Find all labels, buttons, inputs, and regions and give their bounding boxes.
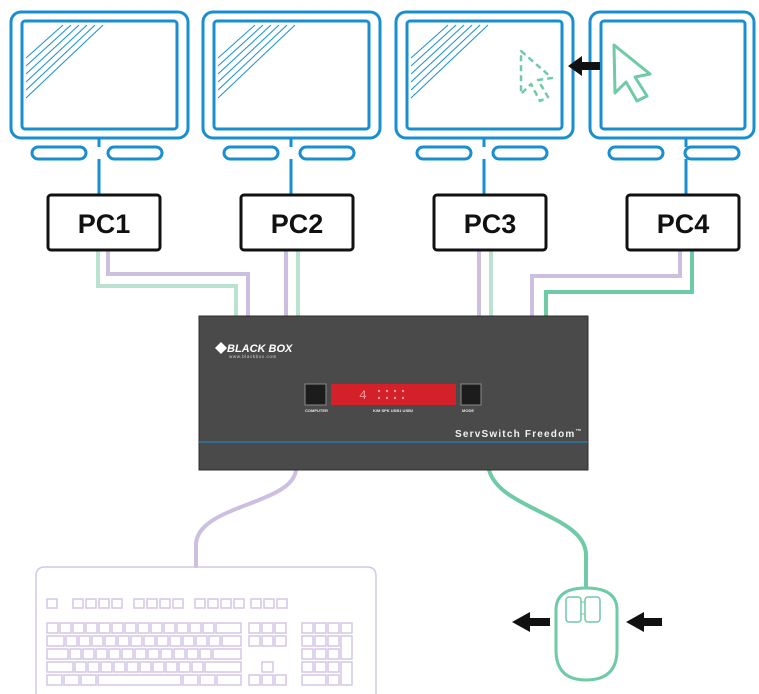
- screen-glare: [25, 24, 104, 99]
- pc1-cable-purple: [106, 250, 250, 316]
- brand-name: BLACK BOX: [227, 343, 293, 355]
- screen-glare: [410, 24, 489, 99]
- pc1-cable-green: [96, 250, 238, 316]
- kvm-switch: BLACK BOX www.blackbox.com COMPUTER MODE…: [198, 315, 589, 471]
- pc-box-1: PC1: [46, 193, 162, 252]
- screen-glare: [217, 24, 296, 99]
- mouse-cable: [487, 469, 588, 588]
- pc-label: PC3: [464, 209, 517, 239]
- diamond-logo-icon: [215, 342, 227, 354]
- numpad-keys: [301, 622, 353, 686]
- pc4-cable-mint: [544, 250, 694, 316]
- indicator-leds: [377, 389, 405, 400]
- left-arrow-icon: [568, 56, 600, 76]
- keyboard: [35, 566, 377, 694]
- pc-box-3: PC3: [432, 193, 548, 252]
- brand-url: www.blackbox.com: [229, 354, 277, 359]
- mouse: [512, 586, 662, 682]
- black-box-logo: BLACK BOX www.blackbox.com: [215, 342, 293, 359]
- status-display: [331, 384, 456, 405]
- main-keys: [46, 622, 242, 686]
- keyboard-cable: [194, 469, 298, 568]
- mode-button: [460, 383, 482, 406]
- monitor-4: [588, 10, 756, 195]
- product-name: ServSwitch Freedom™: [455, 428, 583, 440]
- pc4-cable-purple: [530, 250, 682, 316]
- monitor-3: [394, 10, 575, 195]
- pc-label: PC2: [271, 209, 324, 239]
- computer-button: [304, 383, 327, 406]
- pc-box-2: PC2: [239, 193, 355, 252]
- computer-button-label: COMPUTER: [305, 408, 328, 413]
- left-arrow-icon: [512, 612, 550, 632]
- monitor-2: [201, 10, 382, 195]
- mode-button-label: MODE: [462, 408, 474, 413]
- pc-label: PC1: [78, 209, 131, 239]
- indicator-labels: K/M SPK USB1 USB2: [373, 408, 414, 413]
- left-arrow-icon: [626, 612, 662, 632]
- pc-cables: [96, 250, 694, 316]
- pc-box-4: PC4: [625, 193, 741, 252]
- pc-label: PC4: [657, 209, 710, 239]
- nav-keys: [248, 622, 287, 686]
- display-value: 4: [359, 388, 367, 403]
- function-keys: [72, 598, 288, 609]
- ghost-cursor-icon: [519, 49, 554, 103]
- pointer-cursor-icon: [612, 43, 652, 103]
- monitor-1: [9, 10, 190, 195]
